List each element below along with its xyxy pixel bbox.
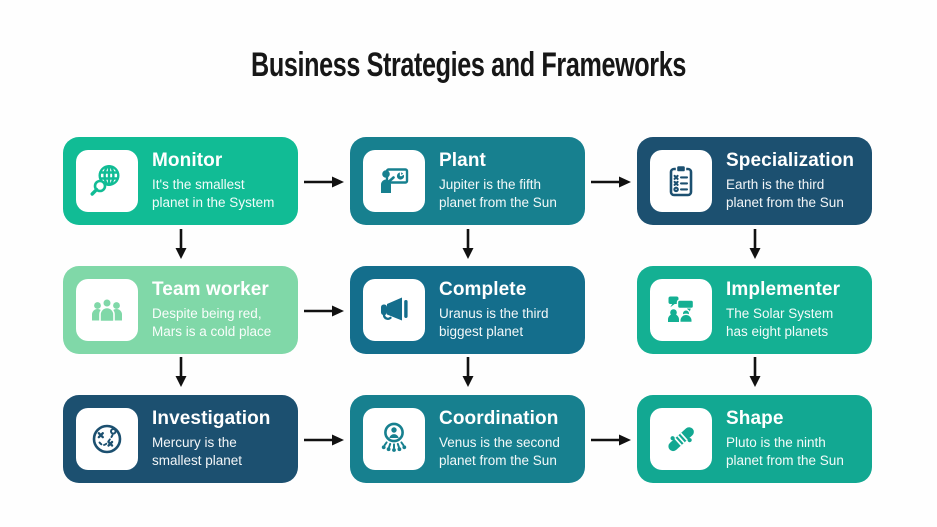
card-title: Implementer [726, 279, 841, 301]
card-title: Investigation [152, 408, 271, 430]
card-description: Uranus is the third biggest planet [439, 306, 549, 339]
card-shape: Shape Pluto is the ninth planet from the… [637, 395, 872, 483]
arrow-right-icon [303, 304, 345, 318]
card-team-worker: Team worker Despite being red, Mars is a… [63, 266, 298, 354]
card-implementer: Implementer The Solar System has eight p… [637, 266, 872, 354]
card-description: Earth is the third planet from the Sun [726, 177, 844, 210]
card-title: Complete [439, 279, 527, 301]
card-title: Coordination [439, 408, 559, 430]
card-description: Mercury is the smallest planet [152, 435, 243, 468]
card-investigation: Investigation Mercury is the smallest pl… [63, 395, 298, 483]
card-description: It's the smallest planet in the System [152, 177, 275, 210]
card-title: Plant [439, 150, 486, 172]
arrow-down-icon [461, 228, 475, 260]
card-specialization: Specialization Earth is the third planet… [637, 137, 872, 225]
delegation-icon [363, 408, 425, 470]
card-title: Shape [726, 408, 784, 430]
presentation-icon [363, 150, 425, 212]
arrow-down-icon [174, 356, 188, 388]
discussion-icon [650, 279, 712, 341]
globe-search-icon [76, 150, 138, 212]
strategy-icon [76, 408, 138, 470]
clipboard-list-icon [650, 150, 712, 212]
card-title: Team worker [152, 279, 269, 301]
card-monitor: Monitor It's the smallest planet in the … [63, 137, 298, 225]
arrow-right-icon [303, 433, 345, 447]
card-description: Jupiter is the fifth planet from the Sun [439, 177, 557, 210]
card-coordination: Coordination Venus is the second planet … [350, 395, 585, 483]
arrow-right-icon [590, 433, 632, 447]
card-complete: Complete Uranus is the third biggest pla… [350, 266, 585, 354]
handshake-icon [650, 408, 712, 470]
team-icon [76, 279, 138, 341]
card-description: Venus is the second planet from the Sun [439, 435, 560, 468]
arrow-down-icon [461, 356, 475, 388]
arrow-down-icon [748, 356, 762, 388]
arrow-down-icon [748, 228, 762, 260]
arrow-right-icon [590, 175, 632, 189]
card-description: The Solar System has eight planets [726, 306, 834, 339]
page-title: Business Strategies and Frameworks [251, 46, 686, 84]
card-description: Despite being red, Mars is a cold place [152, 306, 272, 339]
arrow-down-icon [174, 228, 188, 260]
megaphone-icon [363, 279, 425, 341]
card-plant: Plant Jupiter is the fifth planet from t… [350, 137, 585, 225]
arrow-right-icon [303, 175, 345, 189]
card-description: Pluto is the ninth planet from the Sun [726, 435, 844, 468]
card-title: Monitor [152, 150, 223, 172]
card-title: Specialization [726, 150, 855, 172]
